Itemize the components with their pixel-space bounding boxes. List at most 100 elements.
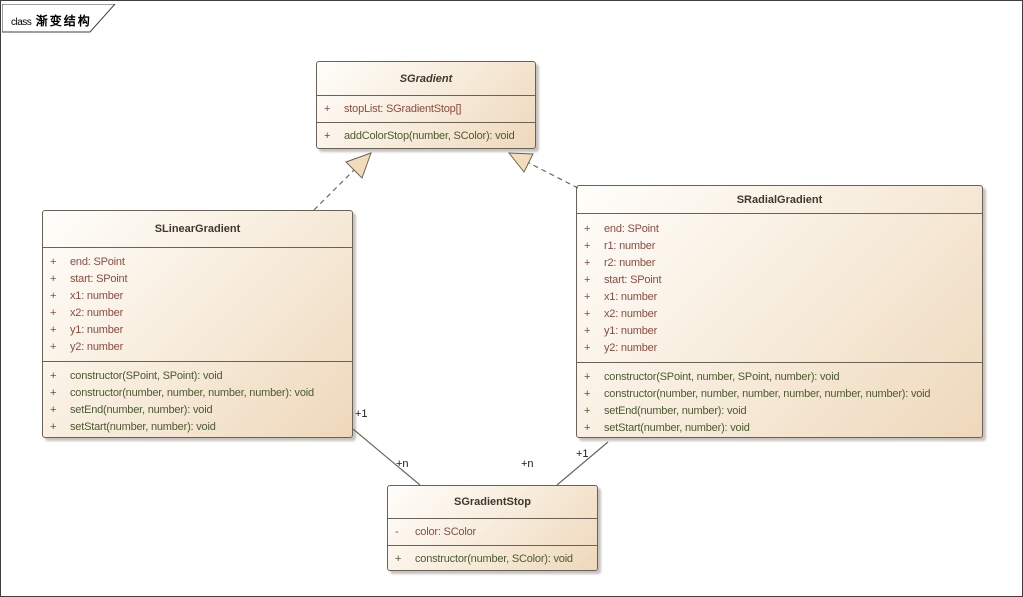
visibility-sign: + bbox=[584, 291, 591, 303]
realization-line-linear-to-gradient[interactable] bbox=[313, 169, 355, 211]
visibility-sign: + bbox=[50, 387, 57, 399]
visibility-sign: + bbox=[584, 274, 591, 286]
visibility-sign: + bbox=[50, 273, 57, 285]
association-line-linear-to-stop[interactable] bbox=[352, 428, 421, 486]
visibility-sign: + bbox=[395, 553, 402, 565]
visibility-sign: + bbox=[584, 422, 591, 434]
frame-label-keyword: class bbox=[11, 17, 32, 28]
attribute-text: x2: number bbox=[604, 308, 658, 320]
attributes-compartment: + stopList: SGradientStop[] bbox=[317, 95, 535, 122]
visibility-sign: - bbox=[395, 526, 399, 538]
attribute-text: start: SPoint bbox=[70, 273, 128, 285]
visibility-sign: + bbox=[584, 325, 591, 337]
realization-arrowhead-icon bbox=[345, 152, 372, 179]
operation-text: setEnd(number, number): void bbox=[604, 405, 747, 417]
attribute-text: x1: number bbox=[70, 290, 124, 302]
multiplicity-label-radial-source: +1 bbox=[576, 448, 589, 460]
class-title-slineargradient: SLinearGradient bbox=[154, 223, 241, 235]
operations-compartment: + constructor(SPoint, number, SPoint, nu… bbox=[577, 362, 982, 439]
attribute-text: start: SPoint bbox=[604, 274, 662, 286]
visibility-sign: + bbox=[584, 405, 591, 417]
attribute-row: + y1: number bbox=[577, 323, 982, 340]
operation-row: + setStart(number, number): void bbox=[577, 420, 982, 437]
multiplicity-label-linear-source: +1 bbox=[355, 408, 368, 420]
class-title-sgradient: SGradient bbox=[399, 72, 453, 85]
operation-row: + constructor(number, SColor): void bbox=[388, 551, 597, 568]
operation-row: + constructor(number, number, number, nu… bbox=[43, 385, 352, 402]
multiplicity-label-radial-target: +n bbox=[521, 458, 534, 470]
frame-tab-shape bbox=[1, 3, 117, 33]
operation-row: + addColorStop(number, SColor): void bbox=[317, 128, 535, 145]
attribute-text: y2: number bbox=[70, 341, 124, 353]
realization-arrowhead-icon bbox=[507, 152, 534, 173]
attribute-row: + end: SPoint bbox=[577, 221, 982, 238]
operation-row: + setEnd(number, number): void bbox=[577, 403, 982, 420]
class-box-sradialgradient[interactable]: SRadialGradient + end: SPoint + r1: numb… bbox=[576, 185, 983, 438]
class-box-slineargradient[interactable]: SLinearGradient + end: SPoint + start: S… bbox=[42, 210, 353, 438]
frame-label-title: 渐变结构 bbox=[35, 14, 92, 28]
attribute-text: y1: number bbox=[70, 324, 124, 336]
attribute-text: x1: number bbox=[604, 291, 658, 303]
operation-row: + constructor(number, number, number, nu… bbox=[577, 386, 982, 403]
attribute-row: + x2: number bbox=[43, 305, 352, 322]
visibility-sign: + bbox=[324, 130, 331, 142]
operation-row: + constructor(SPoint, SPoint): void bbox=[43, 368, 352, 385]
frame-label-tab: class 渐变结构 bbox=[1, 3, 122, 33]
operation-text: constructor(number, SColor): void bbox=[415, 553, 573, 565]
visibility-sign: + bbox=[50, 404, 57, 416]
attribute-row: - color: SColor bbox=[388, 524, 597, 541]
operation-text: constructor(number, number, number, numb… bbox=[70, 387, 314, 399]
operation-row: + setStart(number, number): void bbox=[43, 419, 352, 436]
class-box-sgradientstop[interactable]: SGradientStop - color: SColor + construc… bbox=[387, 485, 598, 571]
attribute-row: + y2: number bbox=[43, 339, 352, 356]
attribute-row: + start: SPoint bbox=[577, 272, 982, 289]
operation-row: + setEnd(number, number): void bbox=[43, 402, 352, 419]
attributes-compartment: + end: SPoint + r1: number + r2: number … bbox=[577, 213, 982, 362]
visibility-sign: + bbox=[50, 256, 57, 268]
visibility-sign: + bbox=[584, 388, 591, 400]
attributes-compartment: - color: SColor bbox=[388, 518, 597, 545]
operation-text: setStart(number, number): void bbox=[604, 422, 750, 434]
visibility-sign: + bbox=[324, 103, 331, 115]
operation-text: setEnd(number, number): void bbox=[70, 404, 213, 416]
attribute-row: + x2: number bbox=[577, 306, 982, 323]
operation-text: constructor(SPoint, SPoint): void bbox=[70, 370, 223, 382]
frame-label: class 渐变结构 bbox=[11, 12, 92, 30]
operations-compartment: + addColorStop(number, SColor): void bbox=[317, 122, 535, 150]
visibility-sign: + bbox=[50, 307, 57, 319]
visibility-sign: + bbox=[584, 240, 591, 252]
operation-text: constructor(number, number, number, numb… bbox=[604, 388, 931, 400]
visibility-sign: + bbox=[50, 370, 57, 382]
visibility-sign: + bbox=[584, 342, 591, 354]
operation-text: addColorStop(number, SColor): void bbox=[344, 130, 515, 142]
attribute-row: + r2: number bbox=[577, 255, 982, 272]
attribute-text: y1: number bbox=[604, 325, 658, 337]
operations-compartment: + constructor(number, SColor): void bbox=[388, 545, 597, 572]
visibility-sign: + bbox=[50, 324, 57, 336]
attribute-row: + r1: number bbox=[577, 238, 982, 255]
visibility-sign: + bbox=[50, 421, 57, 433]
attribute-text: y2: number bbox=[604, 342, 658, 354]
attribute-text: r2: number bbox=[604, 257, 656, 269]
operation-row: + constructor(SPoint, number, SPoint, nu… bbox=[577, 369, 982, 386]
attribute-text: x2: number bbox=[70, 307, 124, 319]
attribute-row: + y2: number bbox=[577, 340, 982, 357]
attribute-row: + start: SPoint bbox=[43, 271, 352, 288]
class-title-sgradientstop: SGradientStop bbox=[453, 496, 531, 508]
attribute-text: stopList: SGradientStop[] bbox=[344, 103, 462, 115]
attribute-row: + x1: number bbox=[43, 288, 352, 305]
class-box-sgradient[interactable]: SGradient + stopList: SGradientStop[] + … bbox=[316, 61, 536, 149]
realization-line-radial-to-gradient[interactable] bbox=[528, 162, 579, 189]
visibility-sign: + bbox=[584, 308, 591, 320]
operation-text: constructor(SPoint, number, SPoint, numb… bbox=[604, 371, 840, 383]
visibility-sign: + bbox=[584, 257, 591, 269]
operations-compartment: + constructor(SPoint, SPoint): void + co… bbox=[43, 361, 352, 438]
visibility-sign: + bbox=[584, 223, 591, 235]
attribute-text: end: SPoint bbox=[604, 223, 659, 235]
attribute-row: + y1: number bbox=[43, 322, 352, 339]
visibility-sign: + bbox=[584, 371, 591, 383]
attribute-row: + x1: number bbox=[577, 289, 982, 306]
attribute-row: + stopList: SGradientStop[] bbox=[317, 101, 535, 118]
multiplicity-label-linear-target: +n bbox=[396, 458, 409, 470]
